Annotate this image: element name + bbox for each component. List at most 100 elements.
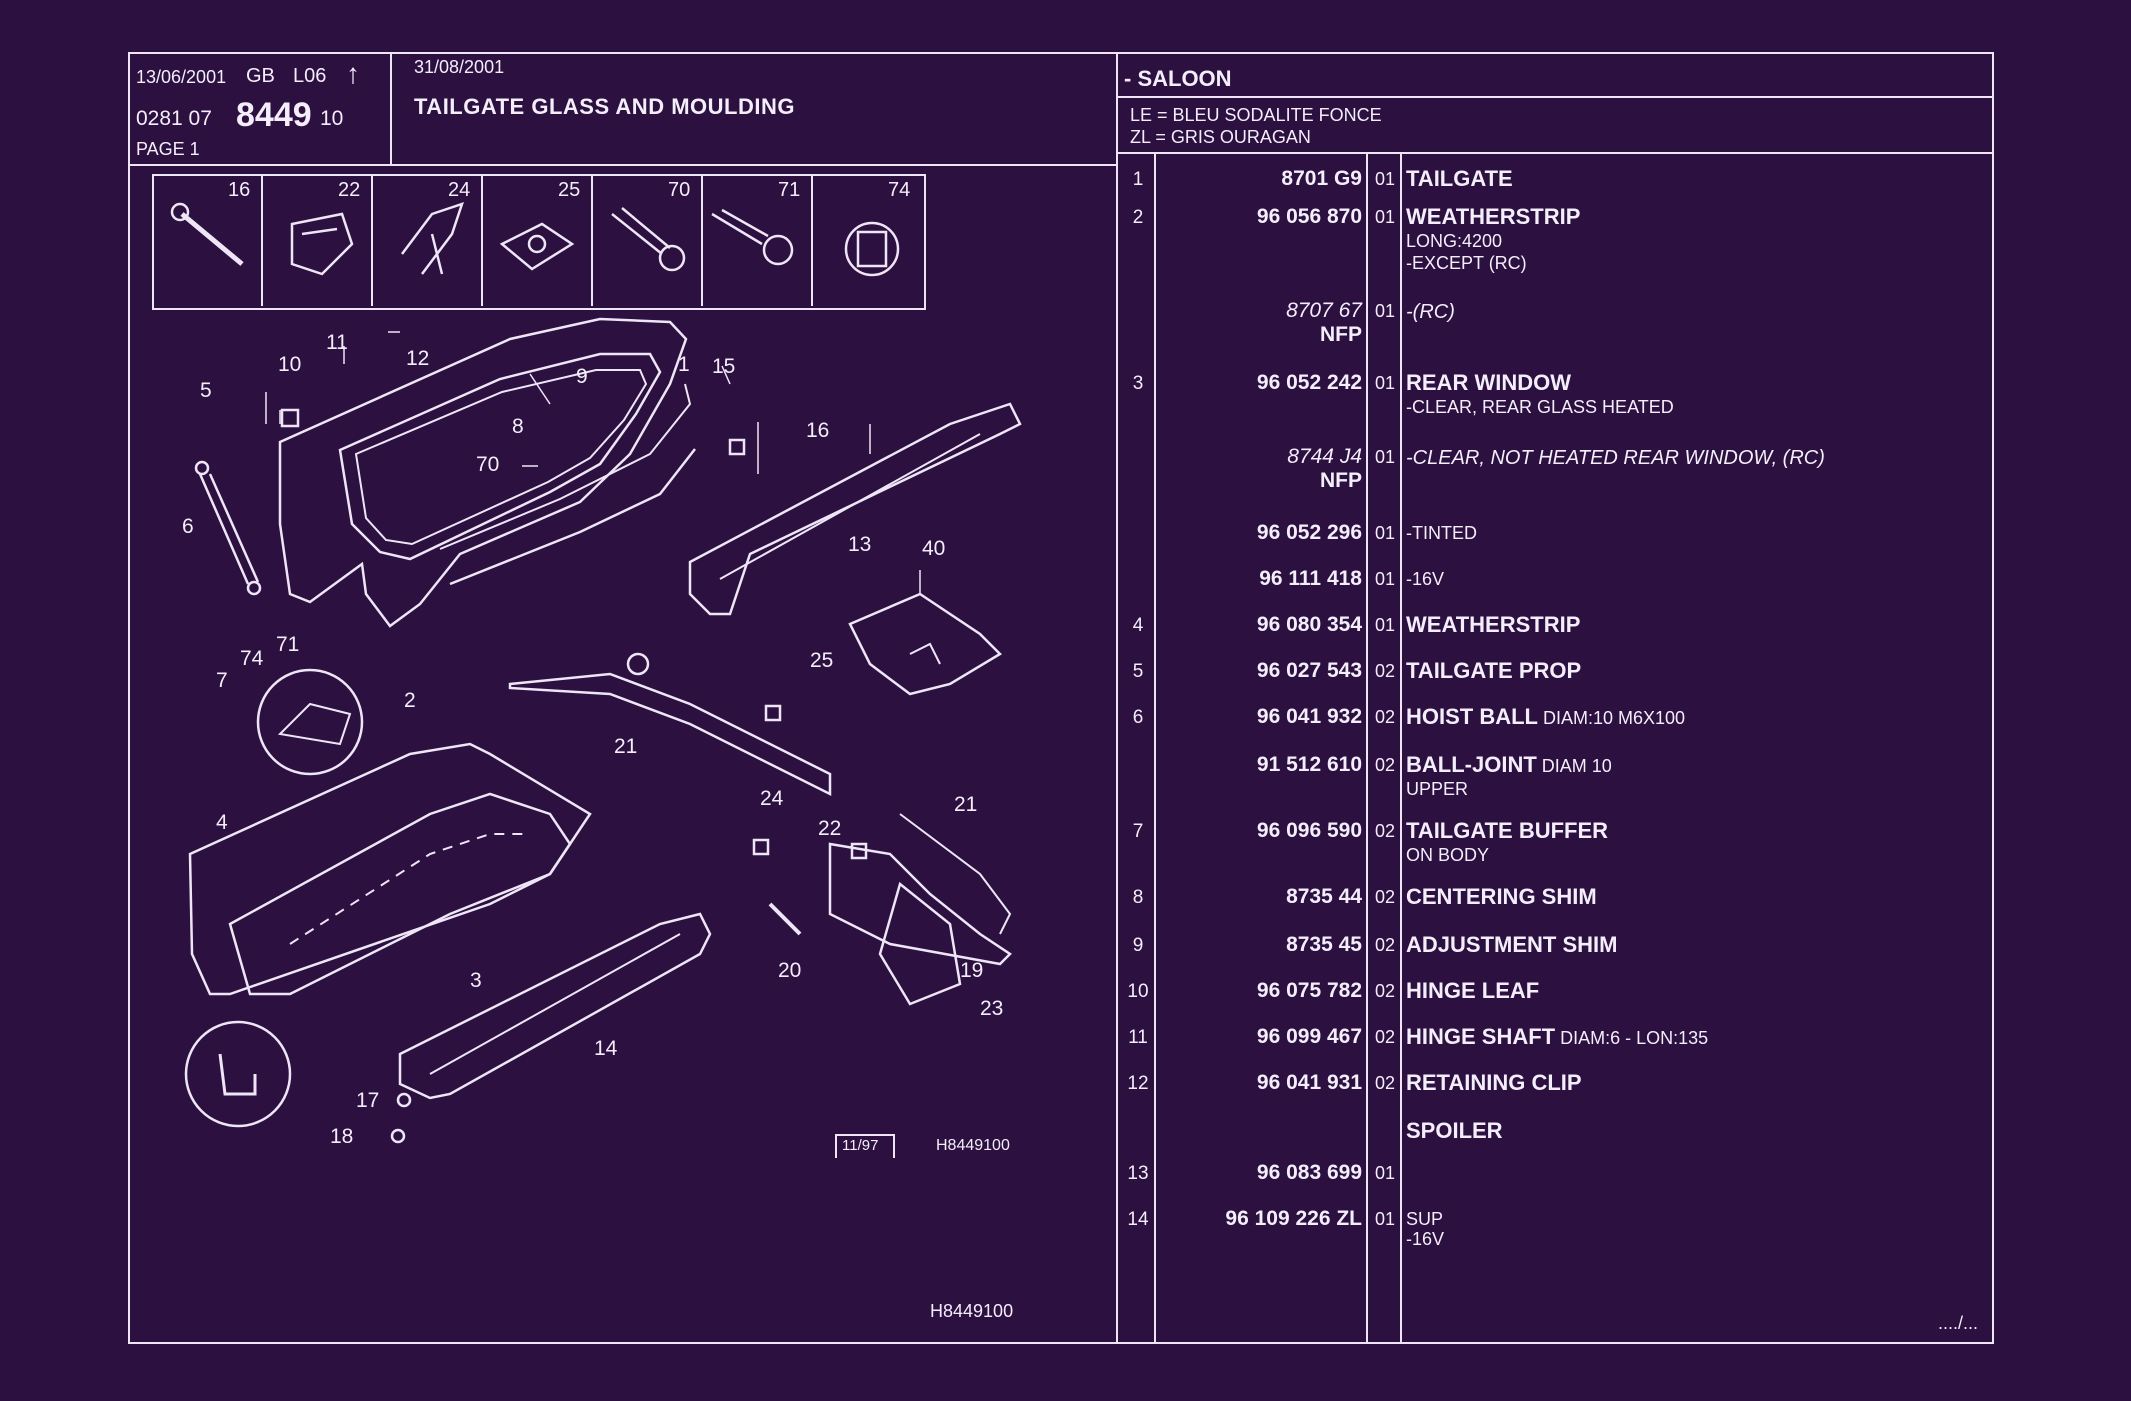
- row-number: 3: [1132, 373, 1144, 394]
- part-reference: 91 512 610: [1256, 753, 1362, 776]
- callout-8: 8: [512, 415, 524, 438]
- footer-figure-code: H8449100: [930, 1301, 1014, 1321]
- part-name: CENTERING SHIM: [1406, 884, 1597, 909]
- row-number: 9: [1132, 935, 1144, 956]
- fastener-number-70: 70: [668, 179, 691, 201]
- fastener-number-22: 22: [338, 179, 361, 201]
- tailgate-prop-part: [198, 473, 260, 585]
- spoiler-lower-part: [398, 912, 712, 1100]
- quantity: 02: [1374, 755, 1396, 775]
- part-reference: 96 083 699: [1256, 1161, 1362, 1184]
- part-name: TAILGATE PROP: [1406, 658, 1582, 683]
- row-number: 4: [1132, 615, 1144, 636]
- callout-70: 70: [476, 453, 500, 476]
- part-note: ON BODY: [1406, 845, 1490, 865]
- quantity: 02: [1374, 935, 1396, 955]
- callout-13: 13: [848, 533, 872, 556]
- left-header-divider: [390, 54, 392, 164]
- fastener-number-24: 24: [448, 179, 471, 201]
- tailgate-part: [278, 317, 688, 628]
- callout-15: 15: [712, 355, 736, 378]
- callout-19: 19: [960, 959, 984, 982]
- callout-3: 3: [470, 969, 482, 992]
- rear-window-glass-part: [228, 792, 572, 996]
- model-label: - SALOON: [1124, 66, 1232, 91]
- page-title: TAILGATE GLASS AND MOULDING: [414, 94, 795, 119]
- part-reference: 96 052 242: [1256, 371, 1362, 394]
- clip-icon: [261, 174, 354, 306]
- part-name: TAILGATE: [1406, 166, 1513, 191]
- not-for-parts-note: NFP: [1320, 323, 1362, 346]
- part-reference: 96 052 296: [1256, 521, 1362, 544]
- part-note: UPPER: [1406, 779, 1469, 799]
- parts-catalog-sheet: 13/06/2001 GB L06 ↑ 0281 07 8449 10 PAGE…: [128, 52, 1994, 1344]
- part-reference: 96 099 467: [1256, 1025, 1362, 1048]
- part-note: SUP: [1406, 1209, 1444, 1229]
- catalog-number: 8449: [236, 96, 312, 134]
- nut-plate-icon: [481, 174, 575, 306]
- row-number: 6: [1132, 707, 1144, 728]
- not-for-parts-note: NFP: [1320, 469, 1362, 492]
- callout-1: 1: [678, 353, 690, 376]
- header-level: L06: [293, 65, 327, 87]
- quantity: 02: [1374, 821, 1396, 841]
- callout-7: 7: [216, 669, 228, 692]
- part-reference: 96 109 226 ZL: [1225, 1207, 1362, 1230]
- pin-icon: [170, 202, 244, 266]
- detail-circle-lower: [184, 1020, 292, 1128]
- part-note: -(RC): [1406, 301, 1455, 323]
- part-name: BALL-JOINT DIAM 10: [1406, 752, 1612, 777]
- callout-24: 24: [760, 787, 784, 810]
- quantity: 01: [1374, 615, 1396, 635]
- quantity: 01: [1374, 523, 1396, 543]
- fastener-strip: [152, 174, 926, 310]
- row-number: 1: [1132, 169, 1144, 190]
- part-note: -TINTED: [1406, 523, 1477, 543]
- callout-17: 17: [356, 1089, 380, 1112]
- part-name: REAR WINDOW: [1406, 370, 1571, 395]
- spoiler-upper-part: [688, 402, 1022, 616]
- part-reference: 96 080 354: [1256, 613, 1362, 636]
- part-note: -16V: [1406, 569, 1445, 589]
- part-reference: 8735 44: [1286, 885, 1362, 908]
- revision-box: [835, 1134, 895, 1158]
- row-number: 2: [1132, 207, 1144, 228]
- part-name: WEATHERSTRIP: [1406, 204, 1581, 229]
- table-col-num: [1154, 152, 1156, 1342]
- quantity: 01: [1374, 301, 1396, 321]
- part-name: HINGE LEAF: [1406, 978, 1540, 1003]
- hinge-part: [828, 842, 1012, 966]
- callout-71: 71: [276, 633, 300, 656]
- callout-74: 74: [240, 647, 264, 670]
- callout-21: 21: [954, 793, 978, 816]
- callout-18: 18: [330, 1125, 354, 1148]
- bolt-icon: [591, 174, 686, 306]
- callout-6: 6: [182, 515, 194, 538]
- part-note: LONG:4200: [1406, 231, 1503, 251]
- part-name: WEATHERSTRIP: [1406, 612, 1581, 637]
- callout-20: 20: [778, 959, 802, 982]
- callout-40: 40: [922, 537, 946, 560]
- quantity: 02: [1374, 661, 1396, 681]
- fastener-number-74: 74: [888, 179, 911, 201]
- callout-25: 25: [810, 649, 834, 672]
- part-reference: 8735 45: [1286, 933, 1362, 956]
- row-number: 14: [1127, 1209, 1149, 1230]
- callout-5: 5: [200, 379, 212, 402]
- part-note: -CLEAR, NOT HEATED REAR WINDOW, (RC): [1406, 447, 1825, 469]
- part-reference: 8701 G9: [1281, 167, 1362, 190]
- quantity: 01: [1374, 1209, 1396, 1229]
- callout-4: 4: [216, 811, 228, 834]
- quantity: 02: [1374, 981, 1396, 1001]
- part-note: -16V: [1406, 1229, 1445, 1249]
- callout-21: 21: [614, 735, 638, 758]
- callout-12: 12: [406, 347, 430, 370]
- row-number: 12: [1127, 1073, 1149, 1094]
- fastener-number-16: 16: [228, 179, 251, 201]
- quantity: 01: [1374, 1163, 1396, 1183]
- part-reference: 8744 J4: [1287, 445, 1362, 468]
- fastener-number-25: 25: [558, 179, 581, 201]
- quantity: 02: [1374, 1073, 1396, 1093]
- row-number: 7: [1132, 821, 1144, 842]
- page-label: PAGE 1: [136, 139, 200, 159]
